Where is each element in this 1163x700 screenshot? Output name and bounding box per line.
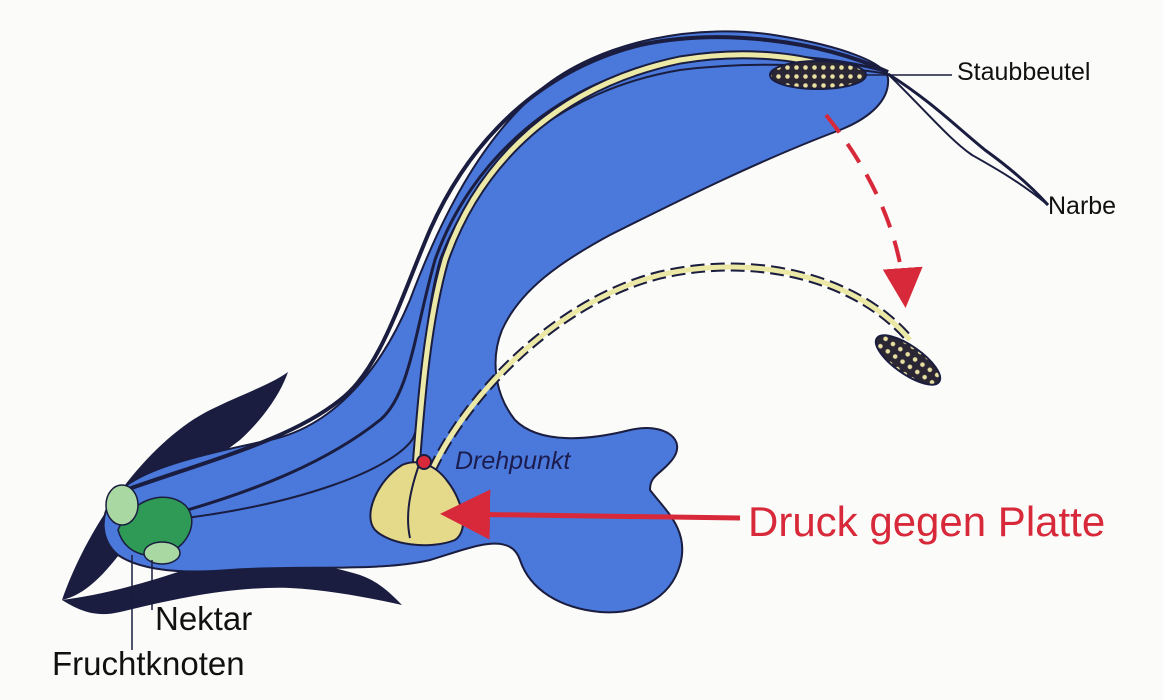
- label-drehpunkt: Drehpunkt: [455, 447, 570, 476]
- pivot-point: [417, 455, 431, 469]
- label-nektar: Nektar: [155, 600, 252, 638]
- label-fruchtknoten: Fruchtknoten: [52, 645, 245, 683]
- nectar-gland-top: [106, 485, 138, 525]
- label-staubbeutel: Staubbeutel: [957, 58, 1090, 87]
- anther-upper: [770, 61, 866, 89]
- rotation-arrow: [826, 115, 905, 300]
- label-druck-gegen-platte: Druck gegen Platte: [748, 498, 1105, 546]
- style-narbe: [888, 74, 1048, 205]
- label-narbe: Narbe: [1048, 192, 1116, 221]
- style-narbe-2: [888, 74, 1048, 205]
- nectar-gland-bottom: [144, 542, 180, 564]
